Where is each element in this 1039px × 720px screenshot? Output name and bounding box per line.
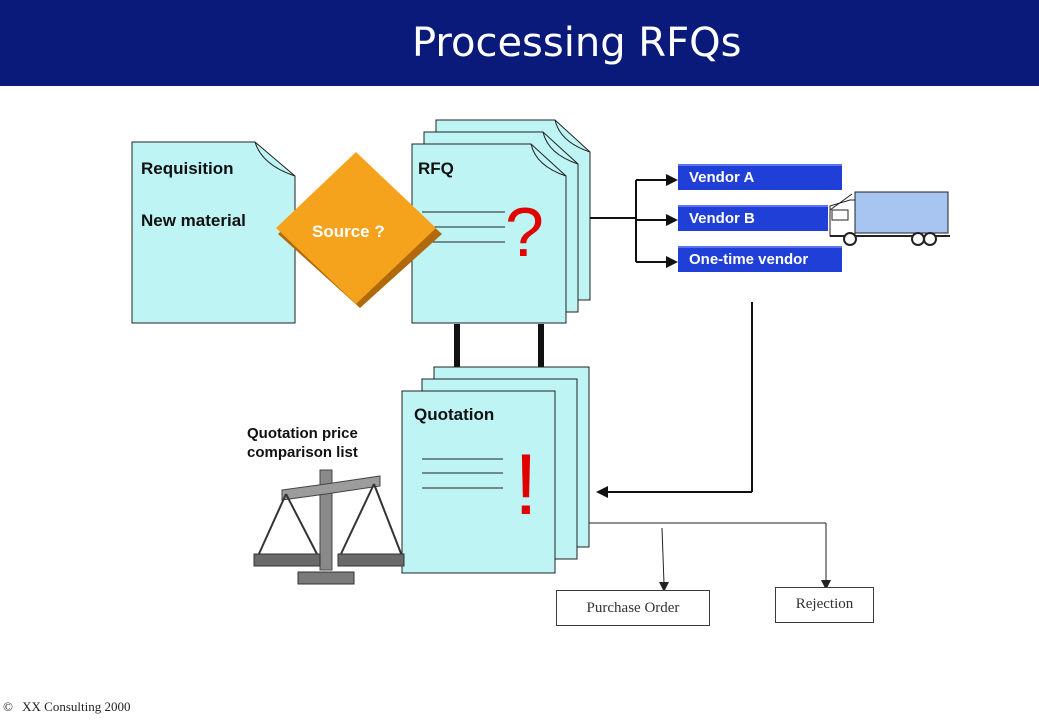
- footer-text: XX Consulting 2000: [22, 699, 131, 714]
- footer: © XX Consulting 2000: [3, 699, 130, 715]
- rfq-title: RFQ: [418, 159, 454, 178]
- requisition-subtitle: New material: [141, 211, 246, 230]
- quotation-document-front: [401, 390, 556, 574]
- balance-scale-icon: [253, 469, 405, 585]
- vendor-a-box: Vendor A: [678, 164, 842, 190]
- rfq-question-mark: ?: [505, 193, 544, 271]
- purchase-order-box: Purchase Order: [556, 590, 710, 626]
- copyright-symbol: ©: [3, 699, 13, 714]
- rfq-document-front: [411, 143, 567, 324]
- comparison-list-label: Quotation price comparison list: [247, 424, 358, 462]
- page-title: Processing RFQs: [412, 20, 742, 66]
- comparison-line-1: Quotation price: [247, 425, 358, 442]
- source-decision-diamond: [276, 152, 436, 304]
- title-bar: Processing RFQs: [0, 0, 1039, 86]
- requisition-title: Requisition: [141, 159, 234, 178]
- quotation-title: Quotation: [414, 405, 495, 424]
- source-decision-label: Source ?: [312, 222, 385, 241]
- requisition-fold: [254, 141, 296, 177]
- one-time-vendor-box: One-time vendor: [678, 246, 842, 272]
- vendor-b-box: Vendor B: [678, 205, 828, 231]
- requisition-document: [131, 141, 296, 324]
- comparison-line-2: comparison list: [247, 444, 358, 461]
- truck-icon: [829, 191, 950, 246]
- quotation-exclamation: !: [514, 437, 538, 533]
- rejection-box: Rejection: [775, 587, 874, 623]
